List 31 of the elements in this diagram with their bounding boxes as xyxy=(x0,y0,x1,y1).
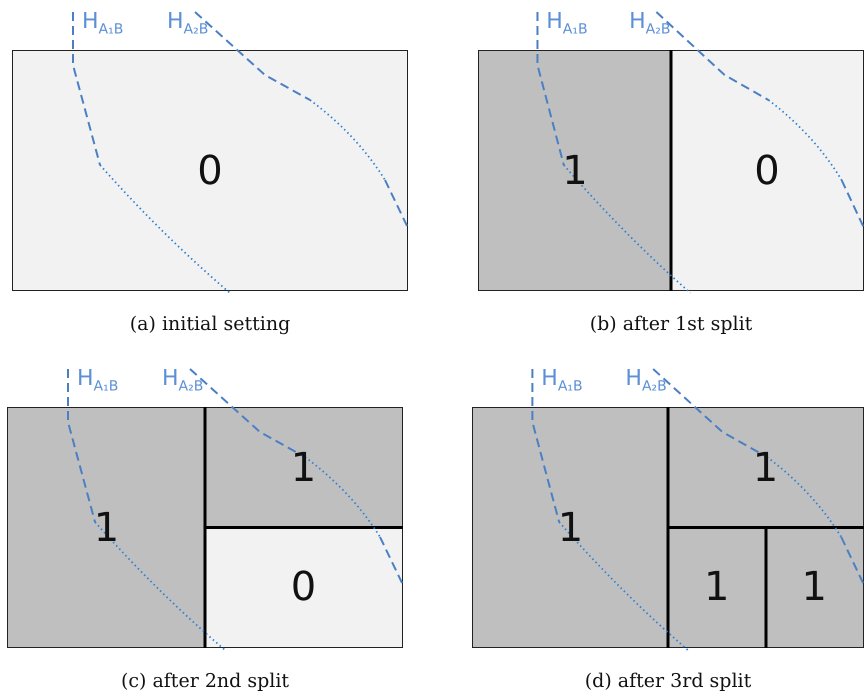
cell-value: 0 xyxy=(197,150,223,190)
subfigure-caption: (c) after 2nd split xyxy=(120,670,290,692)
curve-label: H$_{A₂B}$ xyxy=(167,10,208,38)
subfigure-caption: (b) after 1st split xyxy=(590,313,752,335)
cell-value: 1 xyxy=(752,448,778,488)
partition-cell xyxy=(205,408,402,528)
curve-label: H$_{A₂B}$ xyxy=(625,367,667,395)
partition-cell xyxy=(205,528,402,647)
curve-label: H$_{A₁B}$ xyxy=(77,367,118,395)
subfigure-caption: (a) initial setting xyxy=(130,313,290,335)
cell-value: 1 xyxy=(562,150,588,190)
subfigure-caption: (d) after 3rd split xyxy=(584,670,752,692)
cell-value: 0 xyxy=(754,150,780,190)
partition-cell xyxy=(8,408,205,647)
cell-value: 1 xyxy=(558,508,584,548)
curve-label: H$_{A₂B}$ xyxy=(162,367,204,395)
partition-cell xyxy=(766,528,863,647)
curve-label: H$_{A₁B}$ xyxy=(82,10,124,38)
cell-value: 1 xyxy=(94,508,120,548)
cell-value: 1 xyxy=(704,567,730,608)
cell-value: 1 xyxy=(290,448,316,488)
curve-label: H$_{A₁B}$ xyxy=(541,367,583,395)
curve-label: H$_{A₂B}$ xyxy=(629,10,670,38)
cell-value: 0 xyxy=(290,567,316,608)
partition-cell xyxy=(668,528,766,647)
cell-value: 1 xyxy=(802,567,827,608)
partition-cell xyxy=(473,408,668,647)
partition-cell xyxy=(668,408,863,528)
partition-cell xyxy=(671,51,863,290)
partition-cell xyxy=(479,51,671,290)
curve-label: H$_{A₁B}$ xyxy=(546,10,588,38)
